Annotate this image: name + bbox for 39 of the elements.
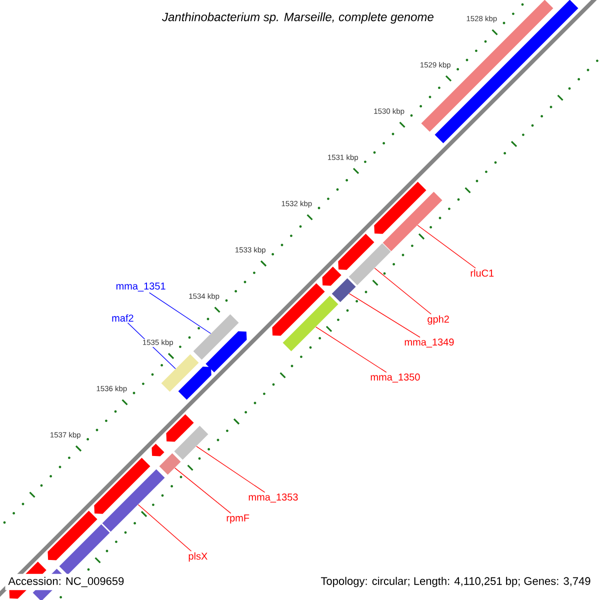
gene-label: mma_1351 xyxy=(116,282,166,292)
gene-block xyxy=(166,414,194,442)
leader-line xyxy=(417,224,476,268)
gene-label: mma_1350 xyxy=(370,374,420,382)
gene-bar xyxy=(193,314,239,360)
leader-line xyxy=(315,326,387,373)
gene-bar xyxy=(348,243,391,286)
gene-bar xyxy=(332,278,356,302)
gene-bar xyxy=(59,524,110,575)
gene-bar xyxy=(102,469,165,532)
map-title: Janthinobacterium sp. Marseille, complete genome xyxy=(162,12,434,24)
gene-block xyxy=(152,444,164,456)
gene-label: mma_1353 xyxy=(248,494,298,502)
gene-bar xyxy=(159,453,181,475)
gene-block xyxy=(48,510,98,560)
gene-block xyxy=(374,182,426,234)
leader-line xyxy=(374,268,432,314)
gene-label: mma_1349 xyxy=(404,338,454,348)
gene-block xyxy=(94,458,150,514)
gene-label: rluC1 xyxy=(470,269,494,277)
leader-line xyxy=(138,504,192,552)
gene-bar xyxy=(382,192,442,252)
gene-block xyxy=(322,266,342,286)
leader-line xyxy=(196,446,266,493)
gene-block xyxy=(272,283,325,336)
gene-label: gph2 xyxy=(428,315,449,325)
genome-info-text: Topology: circular; Length: 4,110,251 bp; Genes: 3,749 xyxy=(320,576,590,588)
gene-bar xyxy=(434,0,578,144)
leader-line xyxy=(348,293,420,338)
gene-bar xyxy=(161,354,199,392)
gene-bar xyxy=(282,296,338,352)
gene-label: plsX xyxy=(188,552,208,562)
gene-block xyxy=(338,234,374,270)
leader-line xyxy=(148,292,212,334)
gene-bar xyxy=(174,426,208,460)
gene-label: rpmF xyxy=(226,514,250,524)
gene-label: maf2 xyxy=(112,314,134,322)
gene-block xyxy=(178,366,212,400)
gene-block xyxy=(206,331,247,372)
